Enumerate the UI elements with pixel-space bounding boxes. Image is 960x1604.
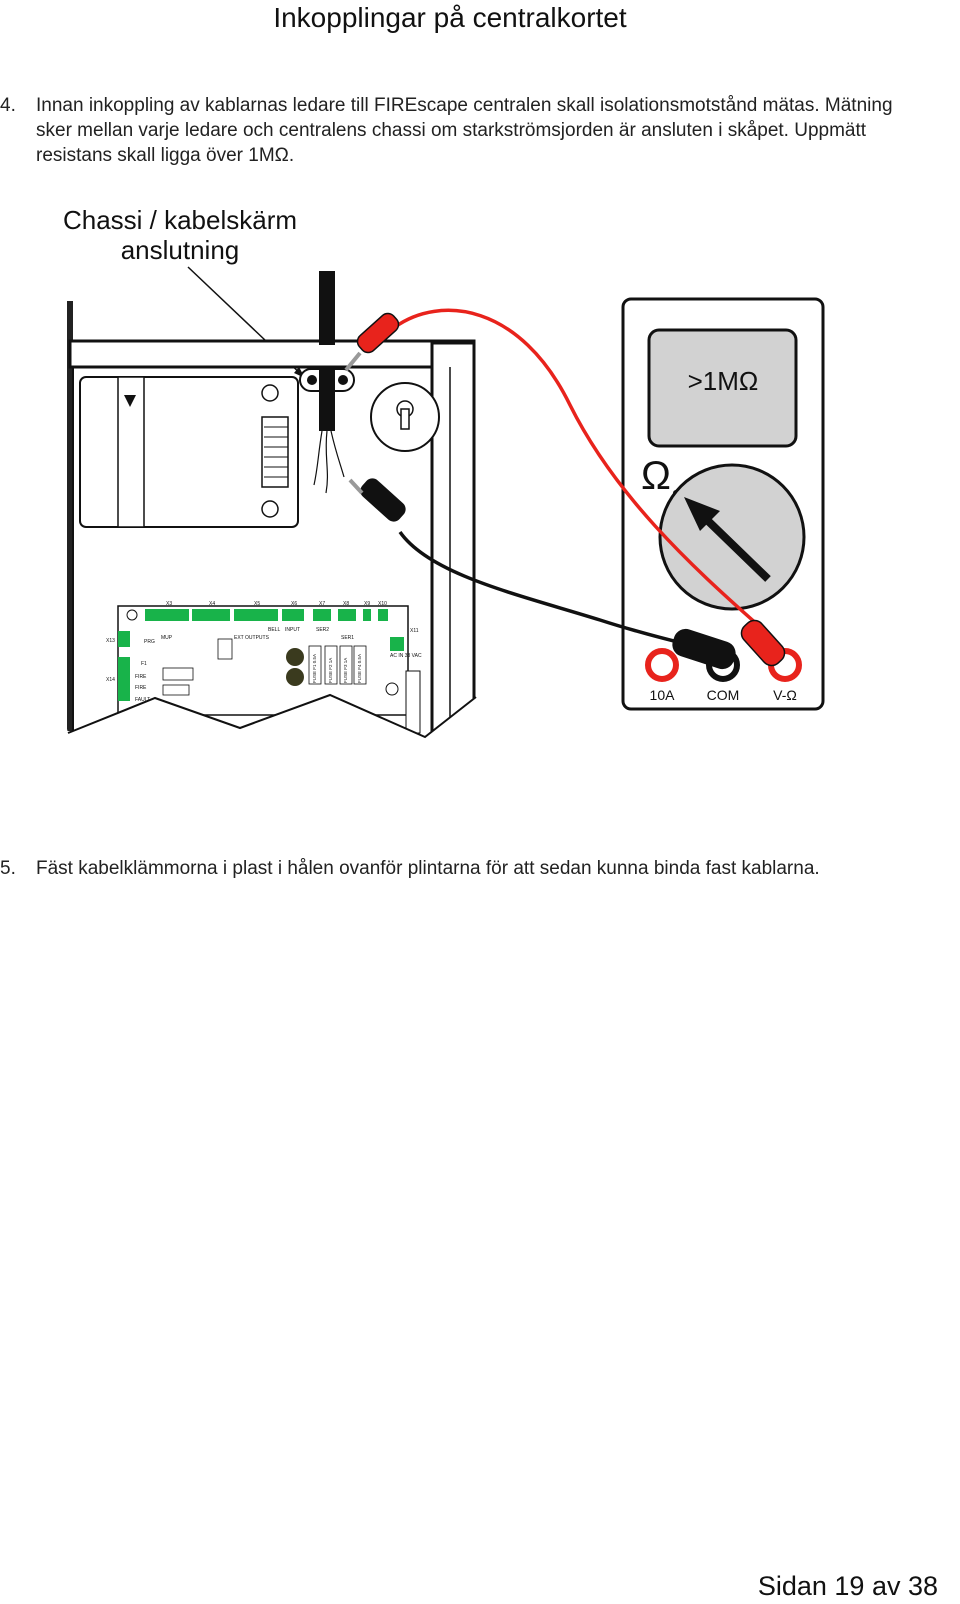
page-title: Inkopplingar på centralkortet [273, 2, 627, 33]
label-ext-outputs: EXT OUTPUTS [234, 635, 270, 641]
label-x5: X5 [254, 601, 260, 607]
label-x7: X7 [319, 601, 325, 607]
meter-display-value: >1MΩ [688, 366, 759, 396]
label-x11: X11 [410, 628, 419, 634]
label-ser2: SER2 [316, 627, 329, 633]
transformer [79, 376, 299, 528]
label-x9: X9 [364, 601, 370, 607]
label-ser1: SER1 [341, 635, 354, 641]
label-mup: MUP [161, 635, 173, 641]
label-prg: PRG [144, 639, 155, 645]
red-test-lead [344, 308, 786, 667]
label-fire-2: FIRE [135, 685, 147, 691]
label-x14: X14 [106, 677, 115, 683]
callout-label-line1: Chassi / kabelskärm [63, 205, 297, 235]
label-fuse-f4: FUSE F4 0.5A [357, 654, 362, 683]
step-number: 5. [0, 858, 16, 879]
torn-edge [67, 693, 477, 739]
step-number: 4. [0, 95, 16, 116]
label-fault: FAULT [135, 697, 150, 703]
label-bell: BELL [268, 627, 280, 633]
label-x8: X8 [343, 601, 349, 607]
black-test-lead [348, 478, 736, 670]
label-x10: X10 [378, 601, 387, 607]
label-fuse-f1: FUSE F1 0.5A [312, 654, 317, 683]
keyhole-mount [370, 382, 440, 452]
label-x13: X13 [106, 638, 115, 644]
chassis-connection [299, 271, 355, 494]
measurement-diagram: Chassi / kabelskärm anslutning [0, 195, 940, 760]
label-x4: X4 [209, 601, 215, 607]
label-fuse-f3: FUSE F3 1A [343, 658, 348, 683]
callout-label-line2: anslutning [121, 235, 240, 265]
diagram-svg: Chassi / kabelskärm anslutning [63, 205, 825, 740]
jack-label-com: COM [707, 687, 740, 703]
circuit-board: X3 X4 X5 X6 X7 X8 X9 X10 X13 X14 X11 MUP… [106, 601, 422, 734]
label-input: INPUT [285, 627, 300, 633]
jack-label-10a: 10A [650, 687, 676, 703]
multimeter: >1MΩ Ω 10A COM V-Ω [621, 297, 825, 711]
ohm-symbol: Ω [641, 454, 671, 498]
label-fuse-f2: FUSE F2 1A [328, 658, 333, 683]
step-text: Fäst kabelklämmorna i plast i hålen ovan… [36, 858, 820, 879]
label-f1: F1 [141, 661, 147, 667]
jack-10a [645, 648, 679, 682]
label-ac-in: AC IN 33 VAC [390, 653, 422, 659]
step-text: Innan inkoppling av kablarnas ledare til… [36, 95, 893, 166]
dial-pointer [701, 514, 771, 582]
label-fire-1: FIRE [135, 674, 147, 680]
selector-dial [658, 463, 806, 611]
label-x6: X6 [291, 601, 297, 607]
jack-label-v-ohm: V-Ω [773, 687, 797, 703]
label-x3: X3 [166, 601, 172, 607]
page-number: Sidan 19 av 38 [757, 1571, 938, 1601]
